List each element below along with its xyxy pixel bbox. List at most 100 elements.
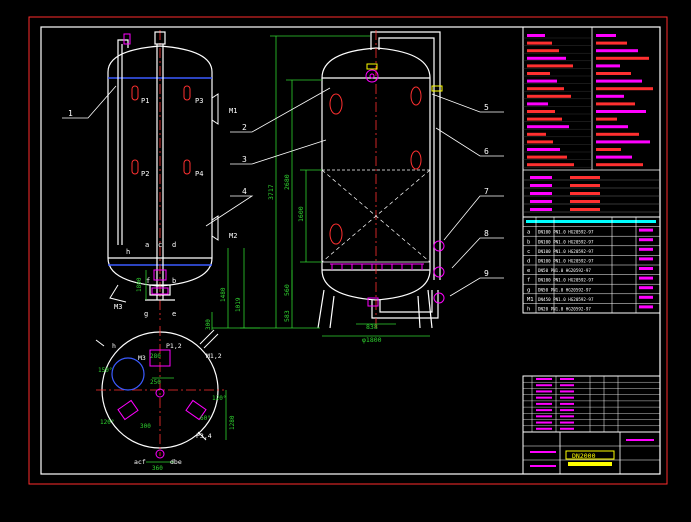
plan-view-dims: 280 250 1280 360 300 120° 150° 120° 60° [98, 353, 236, 472]
callout-numbers: 1 2 3 4 5 6 7 8 9 [68, 103, 489, 278]
plan-port-p12 [117, 399, 207, 421]
left-manholes [109, 93, 219, 303]
nozzle-desc: DN100 PN1.0 HG20592-97 [538, 249, 594, 254]
spec-table [522, 26, 661, 218]
nozzle-label-g: g [144, 310, 148, 318]
nozzle-code: d [527, 259, 530, 265]
plan-label-acf: acf [134, 458, 146, 466]
spec-footer-row [530, 192, 552, 195]
manhole-label-m1: M1 [229, 107, 237, 115]
dim-1800-left: 1800 [136, 277, 143, 292]
spec-row [527, 79, 557, 83]
parts-table [522, 375, 661, 433]
spec-footer-row [530, 184, 552, 187]
right-dimension-lines [240, 35, 430, 337]
dim-560: 560 [283, 284, 291, 296]
plan-dim-120b: 120° [212, 395, 226, 402]
plan-dim-120a: 120° [100, 419, 114, 426]
left-dimension-lines [145, 248, 260, 330]
parts-row [536, 409, 552, 412]
left-dimension-texts: 1800 1019 1480 300 [136, 277, 242, 330]
spec-row [527, 132, 546, 136]
spec-row [527, 56, 566, 60]
right-distributor-nozzles [330, 69, 445, 307]
right-top-pipe-outer [370, 31, 441, 280]
dim-2680: 2680 [283, 174, 291, 190]
nozzle-label-b: b [172, 277, 176, 285]
callout-8: 8 [484, 229, 489, 238]
left-ports [131, 85, 191, 175]
parts-row [536, 402, 552, 405]
left-pipe-highlights [123, 33, 169, 295]
spec-row [527, 72, 550, 75]
plan-label-h: h [112, 342, 116, 350]
spec-row [527, 49, 559, 53]
spec-row [527, 155, 567, 159]
spec-row [527, 117, 562, 121]
plan-dim-360: 360 [152, 465, 163, 472]
spec-row [527, 94, 571, 98]
spec-row [527, 102, 548, 106]
dim-diameter-1800: φ1800 [362, 336, 382, 344]
nozzle-code: g [527, 287, 530, 293]
spec-row [527, 125, 569, 129]
callout-4: 4 [242, 187, 247, 196]
right-port-openings [329, 86, 422, 245]
nozzle-label-a: a [145, 241, 149, 249]
nozzle-label-e: e [172, 310, 176, 318]
plan-label-p34: P3,4 [196, 432, 212, 440]
left-vessel-labels: P1 P3 P2 P4 M1 M2 M3 a c d b f g e h [114, 97, 237, 318]
nozzle-code: e [527, 268, 530, 274]
plan-manhole-m3 [111, 357, 145, 391]
left-pipes [117, 31, 175, 301]
plan-dim-1280: 1280 [229, 415, 236, 430]
nozzle-code: h [527, 307, 530, 313]
plan-dim-150: 150° [98, 367, 112, 374]
parts-grid [523, 375, 660, 432]
plan-label-m3: M3 [138, 354, 146, 362]
callout-6: 6 [484, 147, 489, 156]
outer-red-frame [28, 16, 668, 485]
spec-footer-row [530, 176, 552, 179]
plan-nozzle-box [149, 349, 171, 367]
port-label-p3: P3 [195, 97, 203, 105]
nozzle-code: c [527, 249, 530, 255]
right-vessel [317, 31, 441, 329]
parts-row [536, 427, 552, 430]
callout-5: 5 [484, 103, 489, 112]
parts-row [536, 390, 552, 393]
nozzle-label-h: h [126, 248, 130, 256]
manhole-label-m2: M2 [229, 232, 237, 240]
right-pipe-fittings [366, 63, 443, 92]
plan-label-dbe: dbe [170, 458, 182, 466]
right-dimension-texts: 3717 2680 1600 560 583 838 φ1800 [267, 174, 382, 344]
right-vessel-legs [317, 289, 433, 329]
spec-footer-row [530, 208, 552, 211]
port-label-p2: P2 [141, 170, 149, 178]
spec-row [527, 110, 555, 113]
spec-row [527, 87, 564, 91]
nozzle-desc: DN100 PN1.0 HG20592-97 [538, 259, 594, 264]
parts-row [536, 396, 552, 399]
title-block: DN2000 [522, 431, 661, 475]
plan-dim-250: 250 [150, 379, 161, 386]
title-block-label: DN2000 [572, 452, 596, 460]
spec-row [527, 41, 552, 45]
callout-3: 3 [242, 155, 247, 164]
left-vessel [107, 45, 213, 287]
dim-838: 838 [366, 323, 378, 331]
nozzle-label-f: f [146, 277, 150, 285]
nozzle-desc: DN50 PN1.0 HG20592-97 [538, 287, 591, 292]
dim-1480: 1480 [220, 287, 227, 302]
dim-300: 300 [205, 319, 212, 330]
right-bottom-pipe [371, 290, 439, 319]
spec-row [527, 148, 560, 151]
plan-side-nozzles [95, 329, 219, 441]
right-top-pipe-inner [378, 37, 435, 280]
nozzle-desc: DN100 PN1.0 HG20592-97 [538, 230, 594, 235]
spec-footer-row [530, 200, 552, 203]
